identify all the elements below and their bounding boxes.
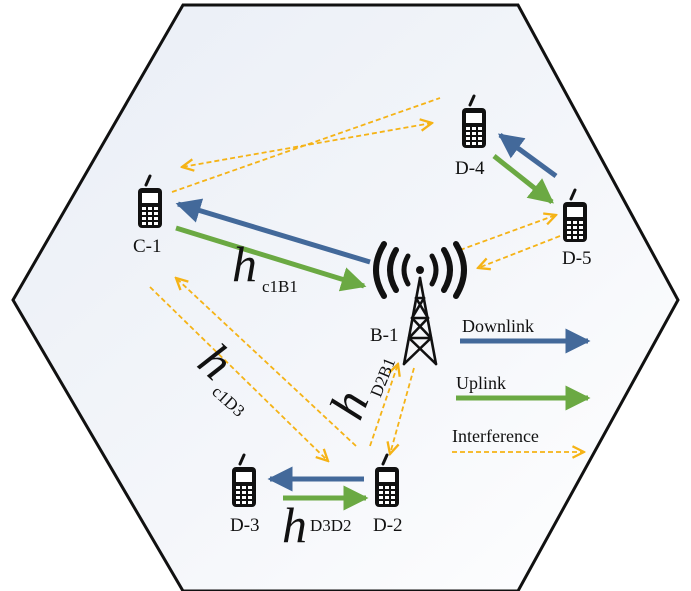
downlink-b1-c1 <box>175 198 371 265</box>
device-c1: C-1 <box>133 174 164 257</box>
legend: Downlink Uplink Interference <box>452 316 591 452</box>
cell-hexagon <box>11 3 680 591</box>
interference-b1-d5 <box>459 215 556 251</box>
legend-uplink: Uplink <box>456 373 591 411</box>
downlink-d5-d4 <box>497 132 558 179</box>
interference-c1-d3 <box>149 286 328 461</box>
interference-c1-d4 <box>182 123 432 167</box>
legend-interference: Interference <box>452 426 584 452</box>
interference-b1-d2 <box>390 367 415 454</box>
cell-tower-icon <box>373 241 467 366</box>
legend-downlink: Downlink <box>460 316 591 354</box>
device-d4: D-4 <box>455 94 488 179</box>
node-label-d2: D-2 <box>373 515 403 536</box>
legend-interference-label: Interference <box>452 426 539 446</box>
downlink-links <box>175 132 558 492</box>
interference-c1-d4-top <box>171 97 441 193</box>
interference-d5-b1 <box>478 235 561 268</box>
legend-downlink-label: Downlink <box>462 316 534 336</box>
svg-text:D3D2: D3D2 <box>310 516 352 535</box>
node-label-c1: C-1 <box>133 236 162 257</box>
interference-d2-b1 <box>369 364 398 447</box>
interference-links <box>149 97 561 461</box>
channel-label-c1b1: h c1B1 <box>232 236 298 296</box>
device-d5: D-5 <box>561 188 592 269</box>
node-label-b1: B-1 <box>370 325 399 346</box>
node-label-d3: D-3 <box>230 515 260 536</box>
channel-label-d3d2: h D3D2 <box>282 497 352 553</box>
svg-text:c1B1: c1B1 <box>262 277 298 296</box>
uplink-links <box>175 154 554 511</box>
legend-uplink-label: Uplink <box>456 373 506 393</box>
node-label-d5: D-5 <box>562 248 592 269</box>
interference-d3-c1 <box>176 278 357 447</box>
uplink-c1-b1 <box>175 225 367 292</box>
svg-text:h: h <box>282 497 307 553</box>
svg-text:h: h <box>232 236 257 292</box>
device-d2: D-2 <box>373 453 403 536</box>
device-d3: D-3 <box>230 453 260 536</box>
node-label-d4: D-4 <box>455 158 485 179</box>
uplink-d4-d5 <box>492 154 554 204</box>
base-station-b1: B-1 <box>370 241 467 366</box>
